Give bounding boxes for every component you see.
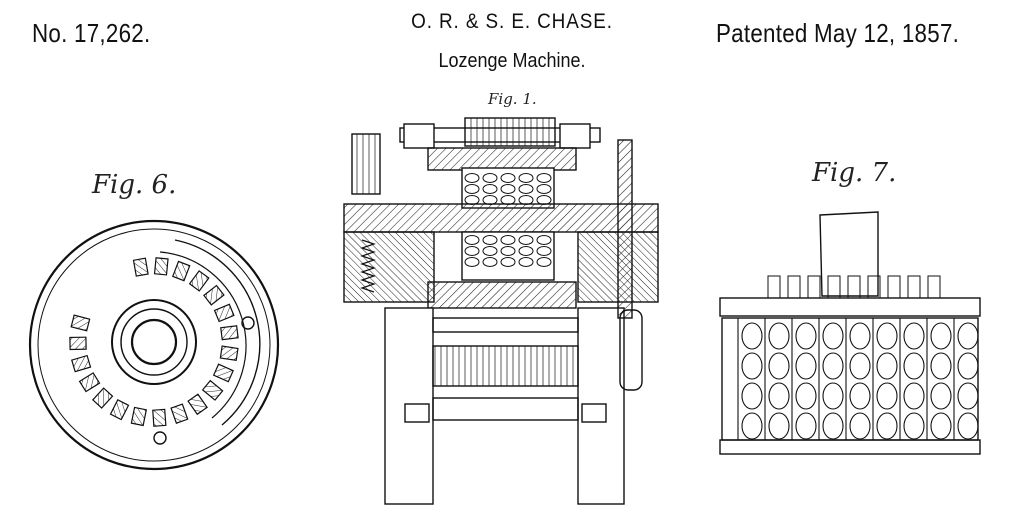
fig7-label: Fig. 7. bbox=[812, 158, 897, 188]
patent-number: No. 17,262. bbox=[32, 18, 151, 48]
inventors-heading: O. R. & S. E. CHASE. bbox=[411, 10, 613, 33]
fig1-label: Fig. 1. bbox=[488, 90, 537, 108]
fig1-machine-drawing bbox=[343, 117, 659, 505]
invention-title: Lozenge Machine. bbox=[438, 50, 586, 72]
fig6-disc-drawing bbox=[28, 219, 280, 471]
fig7-drum-drawing bbox=[719, 211, 981, 455]
patent-date: Patented May 12, 1857. bbox=[716, 18, 960, 48]
fig6-label: Fig. 6. bbox=[92, 170, 177, 200]
